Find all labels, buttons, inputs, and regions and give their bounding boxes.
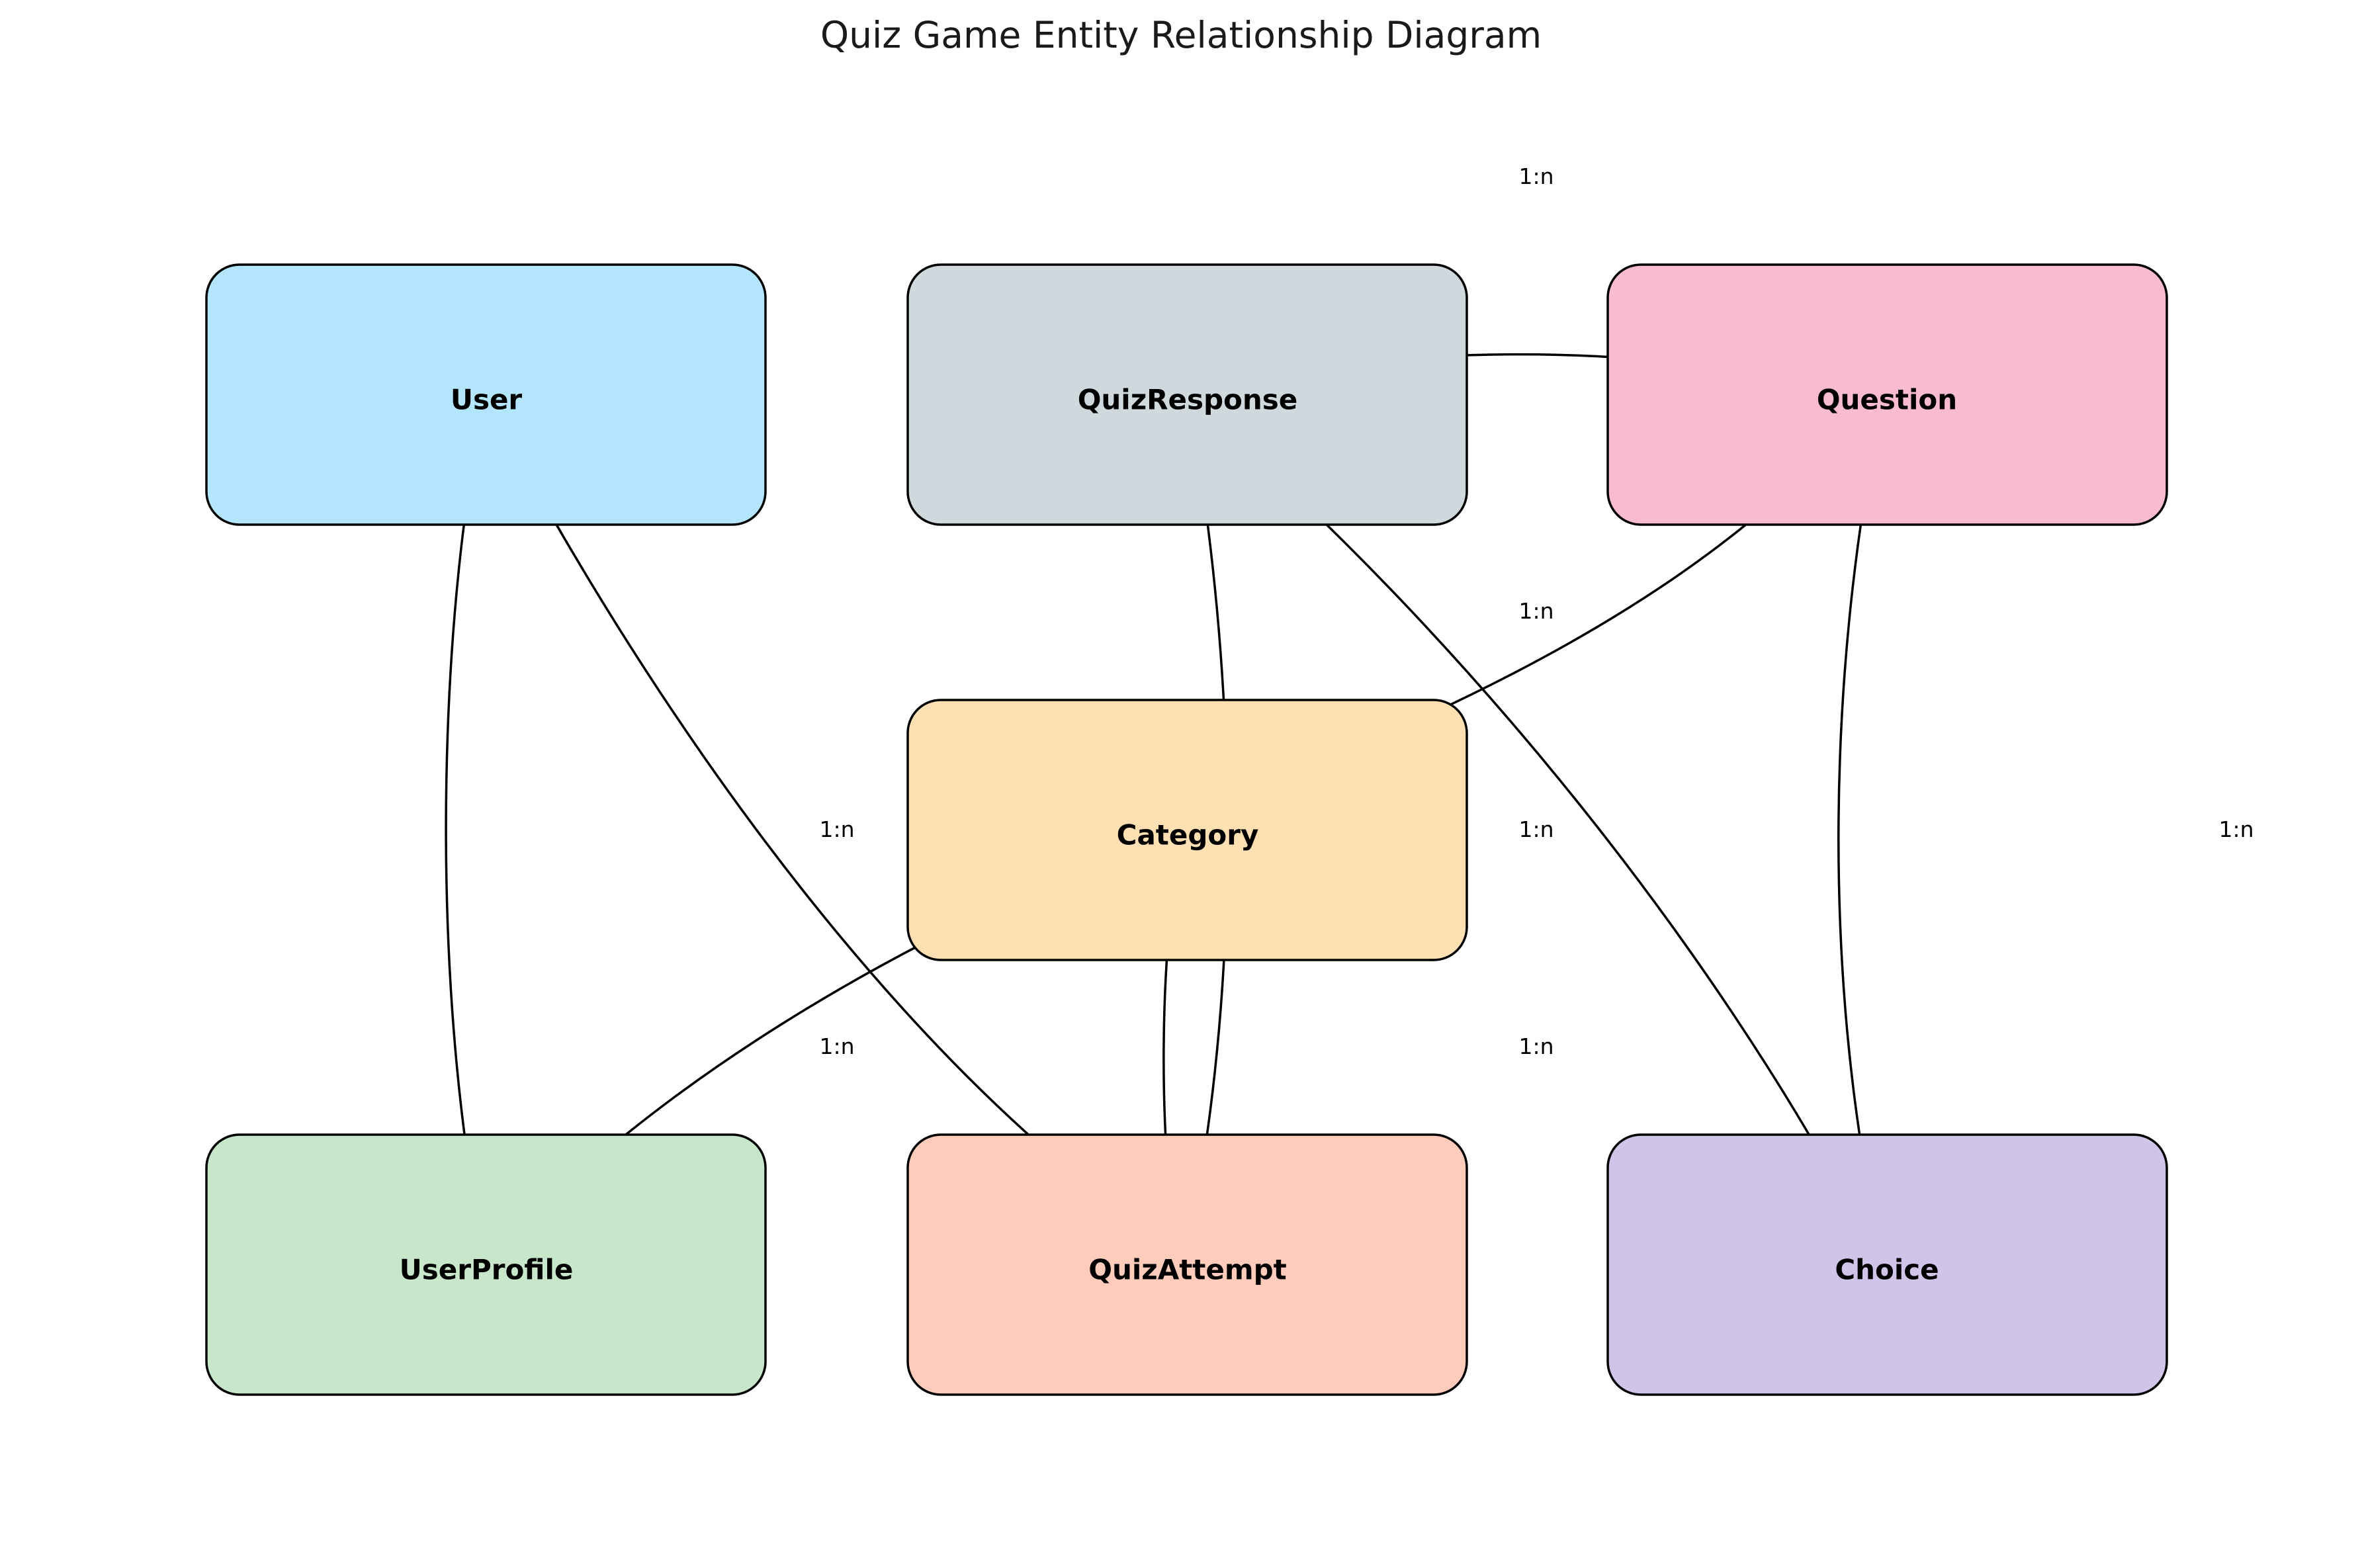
relation-label: 1:n <box>1518 1033 1553 1059</box>
entities: User QuizResponse Question Category User… <box>205 263 2168 1396</box>
entity-user[interactable]: User <box>205 263 767 526</box>
relationship-labels: 1:n 1:n 1:n 1:n 1:n 1:n 1:n <box>819 163 2253 1059</box>
diagram-title: Quiz Game Entity Relationship Diagram <box>820 14 1542 56</box>
entity-userprofile-label: UserProfile <box>400 1254 574 1286</box>
entity-quizresponse[interactable]: QuizResponse <box>906 263 1468 526</box>
entity-quizresponse-box <box>906 263 1468 526</box>
entity-userprofile[interactable]: UserProfile <box>205 1133 767 1396</box>
entity-question[interactable]: Question <box>1606 263 2168 526</box>
relation-label: 1:n <box>2218 816 2253 842</box>
relation-label: 1:n <box>819 816 854 842</box>
entity-quizresponse-label: QuizResponse <box>1078 384 1298 416</box>
relation-label: 1:n <box>1518 816 1553 842</box>
entity-choice-label: Choice <box>1835 1254 1939 1286</box>
relation-label: 1:n <box>1518 598 1553 624</box>
entity-category-box <box>906 699 1468 961</box>
relation-label: 1:n <box>1518 163 1553 189</box>
entity-quizattempt-label: QuizAttempt <box>1088 1254 1287 1286</box>
entity-quizattempt-box <box>906 1133 1468 1396</box>
relation-label: 1:n <box>819 1033 854 1059</box>
entity-question-box <box>1606 263 2168 526</box>
entity-category-label: Category <box>1117 819 1259 851</box>
entity-choice[interactable]: Choice <box>1606 1133 2168 1396</box>
relation-user-userprofile <box>445 418 482 1242</box>
entity-user-label: User <box>451 384 523 416</box>
entity-category[interactable]: Category <box>906 699 1468 961</box>
entity-choice-box <box>1606 1133 2168 1396</box>
entity-user-box <box>205 263 767 526</box>
entity-question-label: Question <box>1817 384 1957 416</box>
entity-quizattempt[interactable]: QuizAttempt <box>906 1133 1468 1396</box>
relation-question-choice <box>1837 418 1879 1242</box>
entity-userprofile-box <box>205 1133 767 1396</box>
